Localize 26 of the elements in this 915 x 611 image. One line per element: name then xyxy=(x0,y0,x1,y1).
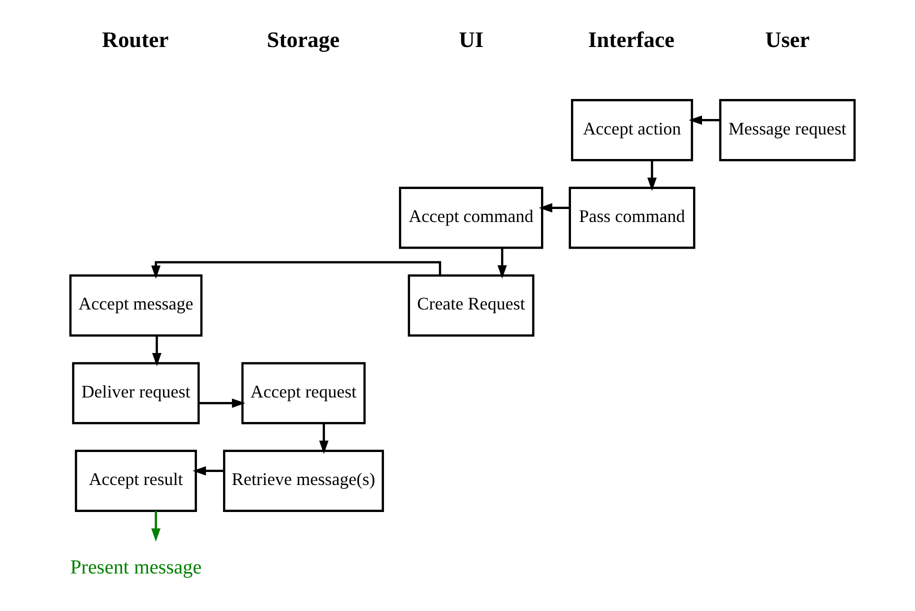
label: Storage xyxy=(266,26,340,52)
arrow xyxy=(498,248,507,279)
node-box: Deliver request xyxy=(72,362,200,424)
arrow xyxy=(538,203,570,212)
label: Interface xyxy=(588,26,674,52)
arrow xyxy=(152,336,162,366)
node-box: Accept action xyxy=(570,99,694,162)
arrow xyxy=(192,466,224,476)
label: Router xyxy=(102,26,169,52)
label: User xyxy=(765,26,810,52)
node-box: Accept result xyxy=(74,450,197,512)
arrow xyxy=(647,160,657,191)
node-text: Present message xyxy=(70,556,202,578)
arrow xyxy=(151,511,161,542)
node-box: Retrieve message(s) xyxy=(223,450,384,512)
node-box: Message request xyxy=(719,99,856,162)
node-box: Accept message xyxy=(69,274,202,337)
arrow xyxy=(151,261,442,279)
node-box: Accept command xyxy=(398,186,544,249)
node-box: Pass command xyxy=(568,186,696,249)
node-box: Create Request xyxy=(408,274,534,337)
arrow xyxy=(688,115,720,125)
arrow xyxy=(319,423,329,454)
node-box: Accept request xyxy=(241,362,366,424)
label: UI xyxy=(458,26,484,52)
arrow xyxy=(198,398,246,408)
